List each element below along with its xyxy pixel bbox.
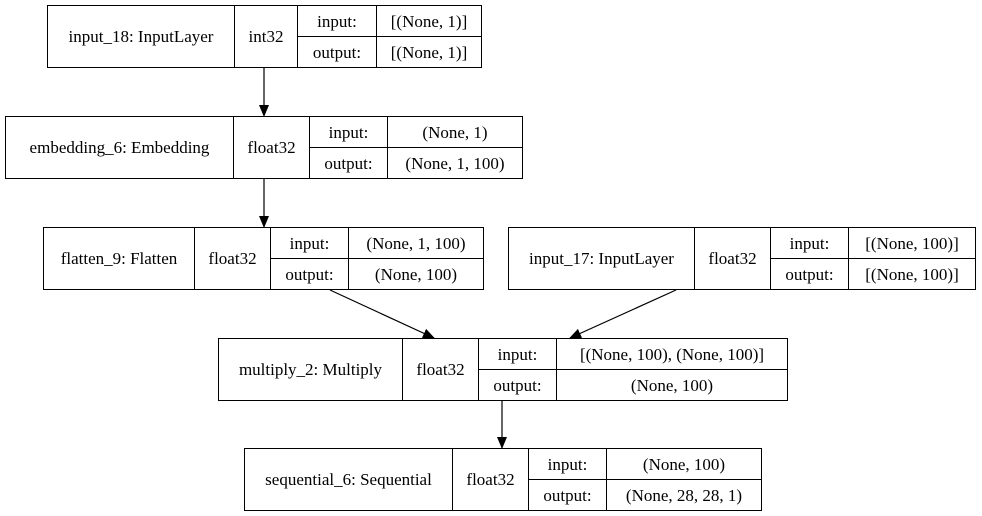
input-label: input:: [479, 339, 556, 370]
layer-node-multiply-2: multiply_2: Multiply float32 input: outp…: [218, 338, 788, 401]
layer-name: embedding_6: Embedding: [6, 117, 234, 178]
layer-dtype: float32: [453, 449, 529, 510]
io-values: (None, 100) (None, 28, 28, 1): [607, 449, 761, 510]
layer-name: input_17: InputLayer: [509, 228, 695, 289]
output-label: output:: [324, 153, 373, 173]
input-label: input:: [298, 6, 376, 37]
input-shape: [(None, 100)]: [849, 228, 975, 259]
layer-node-input-18: input_18: InputLayer int32 input: output…: [47, 5, 482, 68]
input-shape: (None, 1): [388, 117, 522, 148]
io-values: [(None, 1)] [(None, 1)]: [377, 6, 481, 67]
output-label: output:: [493, 375, 542, 395]
output-shape: (None, 1, 100): [405, 153, 505, 173]
layer-dtype: float32: [195, 228, 271, 289]
output-label: output:: [543, 485, 592, 505]
edge-arrow: [569, 289, 677, 339]
layer-node-embedding-6: embedding_6: Embedding float32 input: ou…: [5, 116, 523, 179]
io-values: [(None, 100), (None, 100)] (None, 100): [557, 339, 787, 400]
output-shape: (None, 28, 28, 1): [625, 485, 743, 505]
input-label: input:: [771, 228, 848, 259]
layer-dtype: float32: [234, 117, 310, 178]
io-values: (None, 1, 100) (None, 100): [349, 228, 483, 289]
layer-name: sequential_6: Sequential: [245, 449, 453, 510]
layer-dtype: int32: [235, 6, 298, 67]
layer-name: flatten_9: Flatten: [44, 228, 195, 289]
input-label: input:: [271, 228, 348, 259]
output-label: output:: [285, 264, 334, 284]
layer-dtype: float32: [695, 228, 771, 289]
output-shape: (None, 100): [374, 264, 458, 284]
output-shape: [(None, 1)]: [390, 42, 468, 62]
io-labels: input: output:: [310, 117, 388, 178]
output-shape: (None, 100): [630, 375, 714, 395]
io-labels: input: output:: [771, 228, 849, 289]
io-values: (None, 1) (None, 1, 100): [388, 117, 522, 178]
layer-name: multiply_2: Multiply: [219, 339, 403, 400]
input-shape: [(None, 100), (None, 100)]: [557, 339, 787, 370]
output-label: output:: [785, 264, 834, 284]
io-labels: input: output:: [479, 339, 557, 400]
io-labels: input: output:: [271, 228, 349, 289]
input-shape: [(None, 1)]: [377, 6, 481, 37]
io-values: [(None, 100)] [(None, 100)]: [849, 228, 975, 289]
layer-node-flatten-9: flatten_9: Flatten float32 input: output…: [43, 227, 484, 290]
io-labels: input: output:: [529, 449, 607, 510]
layer-name: input_18: InputLayer: [48, 6, 235, 67]
output-shape: [(None, 100)]: [865, 264, 959, 284]
input-shape: (None, 1, 100): [349, 228, 483, 259]
edge-arrow: [329, 289, 435, 339]
input-label: input:: [310, 117, 387, 148]
layer-node-input-17: input_17: InputLayer float32 input: outp…: [508, 227, 976, 290]
input-shape: (None, 100): [607, 449, 761, 480]
output-label: output:: [312, 42, 362, 62]
io-labels: input: output:: [298, 6, 377, 67]
layer-node-sequential-6: sequential_6: Sequential float32 input: …: [244, 448, 762, 511]
layer-dtype: float32: [403, 339, 479, 400]
input-label: input:: [529, 449, 606, 480]
